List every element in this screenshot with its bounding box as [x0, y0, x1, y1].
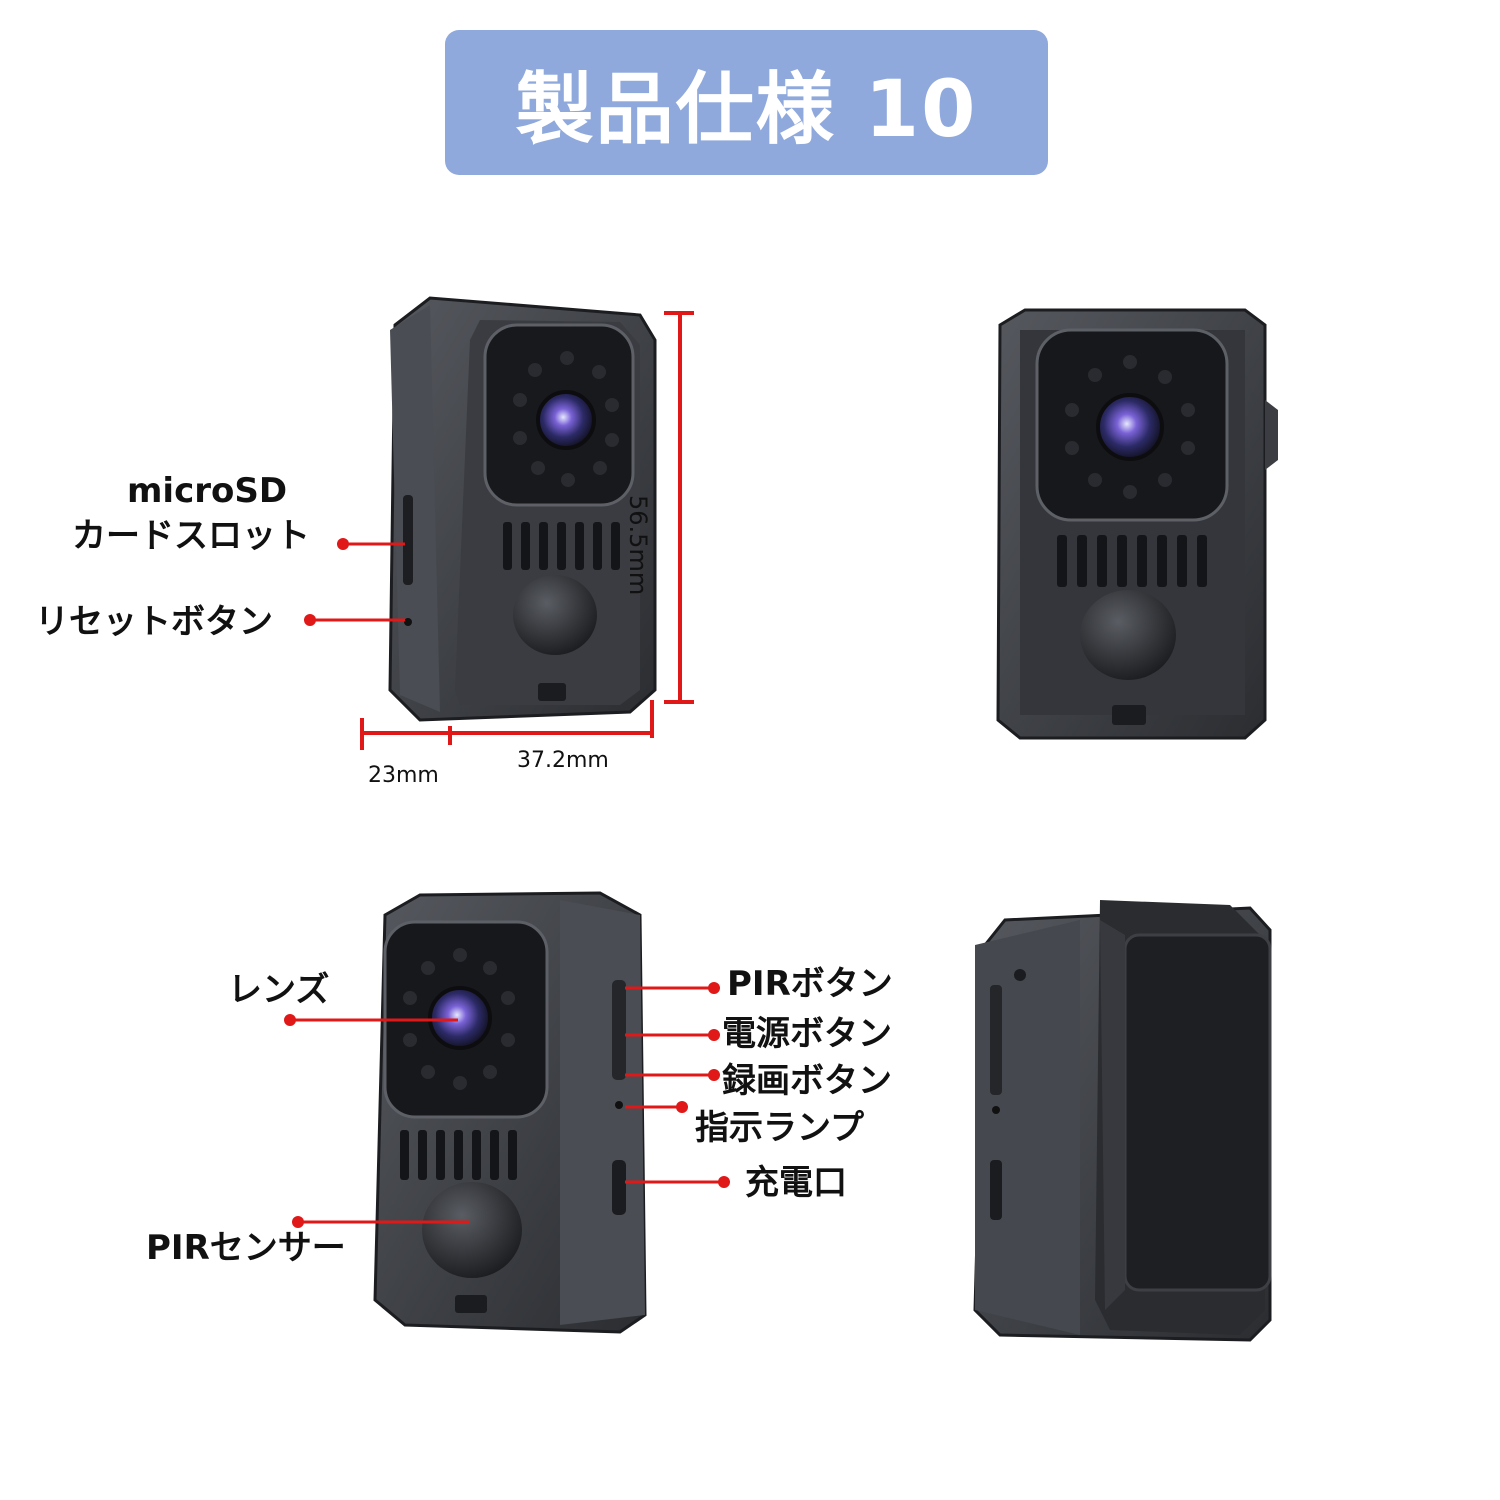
title-badge: 製品仕様 10	[445, 30, 1048, 175]
camera-side-buttons-view	[373, 891, 647, 1334]
microsd-slot-label-line1: microSD	[127, 471, 288, 511]
power-button-label: 電源ボタン	[722, 1014, 892, 1054]
dimension-width-label: 37.2mm	[517, 748, 609, 773]
camera-front-angled-view	[388, 296, 657, 722]
camera-front-view	[996, 308, 1278, 740]
pir-sensor-icon	[1080, 590, 1176, 680]
camera-lens-icon	[536, 390, 596, 450]
belt-clip-icon	[1095, 900, 1272, 1335]
camera-lens-icon	[1096, 393, 1164, 461]
pir-button-label: PIRボタン	[727, 964, 893, 1004]
charge-port-label: 充電口	[745, 1163, 847, 1203]
record-button-label: 録画ボタン	[722, 1061, 892, 1101]
callout-dots	[284, 538, 730, 1228]
ir-led-icon	[513, 351, 619, 487]
camera-back-clip-view	[973, 900, 1272, 1342]
camera-lens-icon	[428, 986, 492, 1050]
page-title: 製品仕様 10	[515, 64, 978, 155]
ir-led-icon	[1065, 355, 1195, 499]
ir-led-icon	[403, 948, 515, 1090]
pir-sensor-icon	[422, 1182, 522, 1278]
pir-sensor-icon	[513, 575, 597, 655]
dimension-depth-label: 23mm	[368, 763, 439, 788]
pir-sensor-label: PIRセンサー	[146, 1228, 346, 1268]
reset-button-label: リセットボタン	[35, 602, 273, 642]
dimension-lines	[360, 311, 694, 750]
microsd-slot-label-line2: カードスロット	[72, 516, 310, 556]
dimension-height-label: 56.5mm	[624, 495, 652, 596]
lens-label: レンズ	[228, 970, 330, 1010]
callout-lines	[290, 542, 724, 1224]
indicator-lamp-label: 指示ランプ	[695, 1108, 864, 1148]
